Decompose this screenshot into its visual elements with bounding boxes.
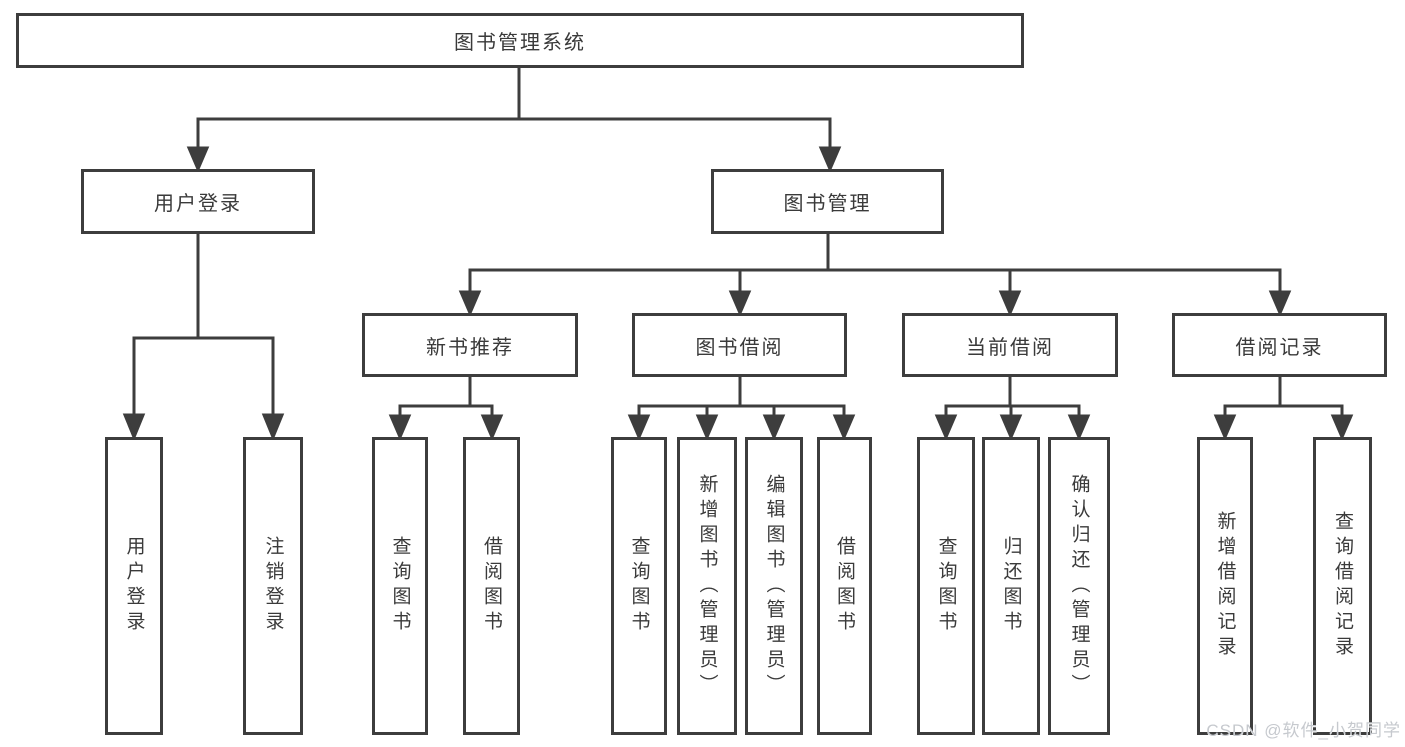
leaf-borrow-books-recommend-label: 借阅图书 xyxy=(481,536,502,636)
node-user-login: 用户登录 xyxy=(81,169,315,234)
leaf-user-login: 用户登录 xyxy=(105,437,163,735)
leaf-query-books-recommend-label: 查询图书 xyxy=(389,536,411,636)
leaf-query-books-current: 查询图书 xyxy=(917,437,975,735)
csdn-watermark: CSDN @软件_小贺同学 xyxy=(1206,721,1401,740)
leaf-add-books-admin: 新增图书（管理员） xyxy=(677,437,737,735)
leaf-query-books-current-label: 查询图书 xyxy=(935,536,957,636)
leaf-confirm-return-admin: 确认归还（管理员） xyxy=(1048,437,1110,735)
leaf-return-books: 归还图书 xyxy=(982,437,1040,735)
leaf-return-books-label: 归还图书 xyxy=(1000,536,1022,636)
leaf-borrow-books-label: 借阅图书 xyxy=(834,536,855,636)
leaf-borrow-books-recommend: 借阅图书 xyxy=(463,437,520,735)
leaf-add-borrow-record-label: 新增借阅记录 xyxy=(1214,511,1236,661)
leaf-add-books-admin-label: 新增图书（管理员） xyxy=(696,473,718,699)
node-book-borrowing: 图书借阅 xyxy=(632,313,847,377)
node-current-borrowing: 当前借阅 xyxy=(902,313,1118,377)
node-new-book-recommendation: 新书推荐 xyxy=(362,313,578,377)
node-root-system: 图书管理系统 xyxy=(16,13,1024,68)
leaf-borrow-books: 借阅图书 xyxy=(817,437,872,735)
leaf-query-borrow-record-label: 查询借阅记录 xyxy=(1332,511,1353,661)
leaf-edit-books-admin: 编辑图书（管理员） xyxy=(745,437,803,735)
leaf-query-borrow-record: 查询借阅记录 xyxy=(1313,437,1372,735)
leaf-logout: 注销登录 xyxy=(243,437,303,735)
leaf-add-borrow-record: 新增借阅记录 xyxy=(1197,437,1253,735)
leaf-query-books-borrowing: 查询图书 xyxy=(611,437,667,735)
leaf-user-login-label: 用户登录 xyxy=(123,536,145,636)
leaf-confirm-return-admin-label: 确认归还（管理员） xyxy=(1068,473,1090,699)
leaf-query-books-recommend: 查询图书 xyxy=(372,437,428,735)
node-book-management: 图书管理 xyxy=(711,169,944,234)
leaf-query-books-borrowing-label: 查询图书 xyxy=(628,536,650,636)
leaf-logout-label: 注销登录 xyxy=(262,536,284,636)
leaf-edit-books-admin-label: 编辑图书（管理员） xyxy=(763,473,785,699)
node-borrowing-records: 借阅记录 xyxy=(1172,313,1387,377)
